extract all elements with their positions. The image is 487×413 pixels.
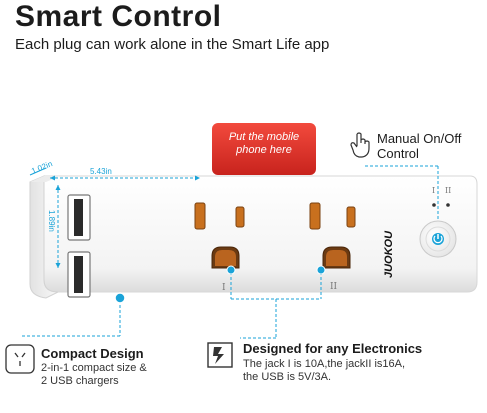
electronics-line1: The jack I is 10A,the jackII is16A, <box>243 358 406 370</box>
socket-label-1: I <box>222 283 226 293</box>
phone-card-line1: Put the mobile <box>228 131 300 143</box>
callout-dots <box>114 265 326 304</box>
usb-ports <box>67 194 91 298</box>
compact-text: 2-in-1 compact size & 2 USB chargers <box>41 362 147 388</box>
electronics-line2: the USB is 5V/3A. <box>243 371 332 383</box>
power-button <box>419 220 457 258</box>
indicator-label-1: I <box>432 186 436 195</box>
height-dimension: 1.89in <box>47 210 56 232</box>
page-title: Smart Control <box>15 0 222 33</box>
manual-control-line1: Manual On/Off <box>377 131 462 146</box>
outlet-1 <box>194 202 245 269</box>
electronics-text: The jack I is 10A,the jackII is16A, the … <box>243 358 483 384</box>
compact-line1: 2-in-1 compact size & <box>41 362 147 374</box>
compact-title: Compact Design <box>41 346 144 361</box>
hand-pointer-icon <box>350 132 370 158</box>
outlet-2 <box>309 202 356 269</box>
manual-control-label: Manual On/Off Control <box>377 131 461 161</box>
manual-control-line2: Control <box>377 146 419 161</box>
brand-logo: JUOKOU <box>383 230 395 278</box>
lightning-icon <box>207 342 233 368</box>
outlet-icon <box>5 344 35 374</box>
phone-card-line2: phone here <box>236 144 292 156</box>
indicator-label-2: II <box>445 186 452 195</box>
phone-card <box>212 123 316 175</box>
electronics-title: Designed for any Electronics <box>243 341 423 356</box>
width-dimension: 5.43in <box>90 167 112 176</box>
page-subtitle: Each plug can work alone in the Smart Li… <box>15 36 330 53</box>
compact-line2: 2 USB chargers <box>41 375 119 387</box>
socket-label-2: II <box>330 282 338 292</box>
phone-card-label: Put the mobile phone here <box>212 131 316 157</box>
